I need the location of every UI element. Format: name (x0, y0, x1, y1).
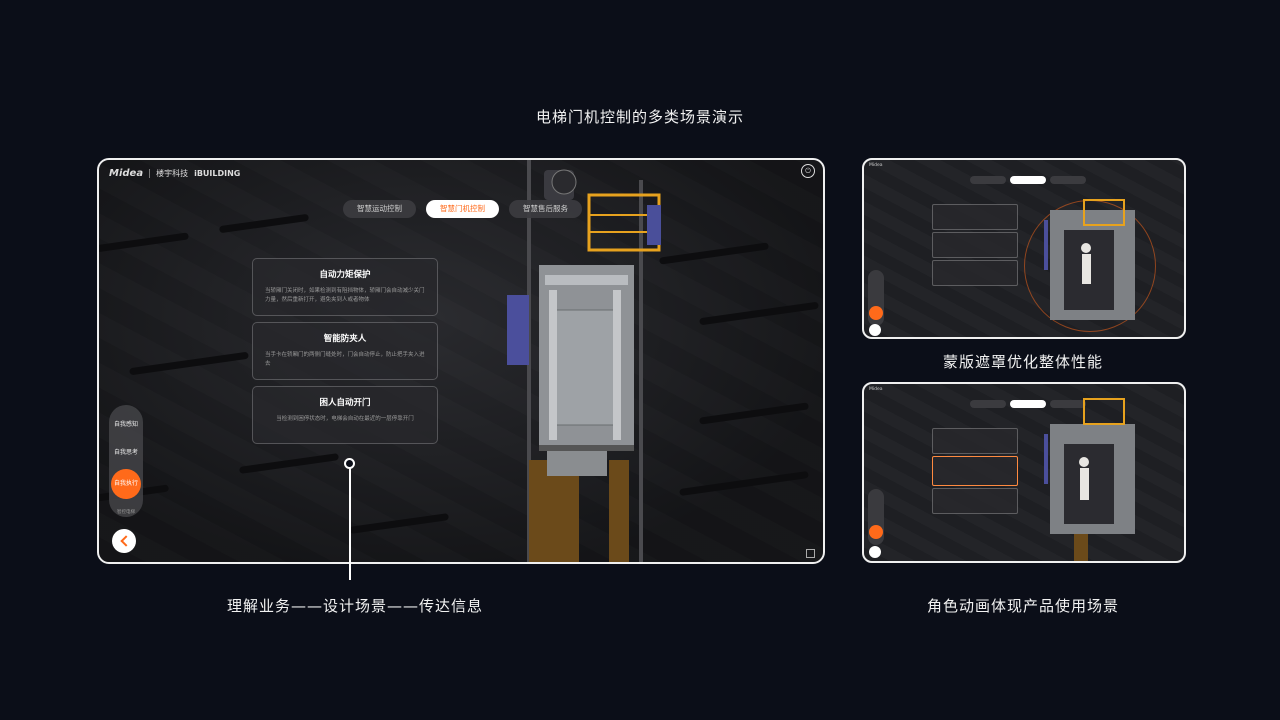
side-menu-item-execute[interactable]: 自我执行 (111, 469, 141, 499)
feature-card[interactable]: 自动力矩保护 当轿厢门关闭时，如果检测到有阻挡物体，轿厢门会自动减少关门力量，然… (252, 258, 438, 316)
feature-card-title: 困人自动开门 (319, 398, 371, 408)
feature-card[interactable]: 智能防夹人 当手卡在轿厢门的两侧门缝处时，门会自动停止，防止把手夹入进去 (252, 322, 438, 380)
caption-main: 理解业务——设计场景——传达信息 (227, 597, 484, 615)
elevator-3d-model (507, 160, 661, 562)
tab-bar: 智慧运动控制 智慧门机控制 智慧售后服务 (343, 200, 582, 218)
feature-card-title: 自动力矩保护 (319, 270, 371, 280)
brand-divider (149, 169, 151, 178)
pin-line (349, 468, 351, 580)
power-icon[interactable]: ⏻ (801, 164, 815, 178)
tab-door-control[interactable]: 智慧门机控制 (426, 200, 499, 218)
feature-card-title: 智能防夹人 (323, 334, 367, 344)
brand-name: 楼宇科技 (156, 169, 189, 178)
thumb-brand: Midea (869, 387, 883, 392)
feature-cards: 自动力矩保护 当轿厢门关闭时，如果检测到有阻挡物体，轿厢门会自动减少关门力量，然… (252, 258, 438, 450)
feature-card-desc: 当检测到困停状态时，电梯会自动在最近的一层停靠开门 (276, 416, 414, 422)
feature-card-desc: 当手卡在轿厢门的两侧门缝处时，门会自动停止，防止把手夹入进去 (265, 352, 425, 367)
side-menu-item-think[interactable]: 自我思考 (113, 449, 138, 456)
brand-sub: iBUILDING (194, 169, 241, 178)
side-menu-item-perceive[interactable]: 自我感知 (113, 421, 138, 428)
thumbnail-mask-demo: Midea (862, 158, 1186, 339)
feature-card[interactable]: 困人自动开门 当检测到困停状态时，电梯会自动在最近的一层停靠开门 (252, 386, 438, 444)
page-title: 电梯门机控制的多类场景演示 (535, 108, 744, 126)
tab-motion-control[interactable]: 智慧运动控制 (343, 200, 416, 218)
back-arrow-icon[interactable] (112, 529, 136, 553)
thumb-brand: Midea (869, 163, 883, 168)
side-menu: 自我感知 自我思考 自我执行 智控电梯 (109, 405, 143, 517)
fullscreen-icon[interactable] (806, 549, 815, 558)
caption-mask: 蒙版遮罩优化整体性能 (943, 353, 1104, 371)
brand-logo: Midea (109, 168, 144, 179)
side-menu-sub: 智控电梯 (117, 510, 135, 515)
brand-bar: Midea 楼宇科技 iBUILDING (109, 168, 240, 179)
main-screen-preview: Midea 楼宇科技 iBUILDING ⏻ 智慧运动控制 智慧门机控制 智慧售… (97, 158, 825, 564)
feature-card-desc: 当轿厢门关闭时，如果检测到有阻挡物体，轿厢门会自动减少关门力量，然后重新打开，避… (265, 288, 425, 303)
caption-character: 角色动画体现产品使用场景 (927, 597, 1120, 615)
thumbnail-character-demo: Midea (862, 382, 1186, 563)
tab-after-sales[interactable]: 智慧售后服务 (509, 200, 582, 218)
